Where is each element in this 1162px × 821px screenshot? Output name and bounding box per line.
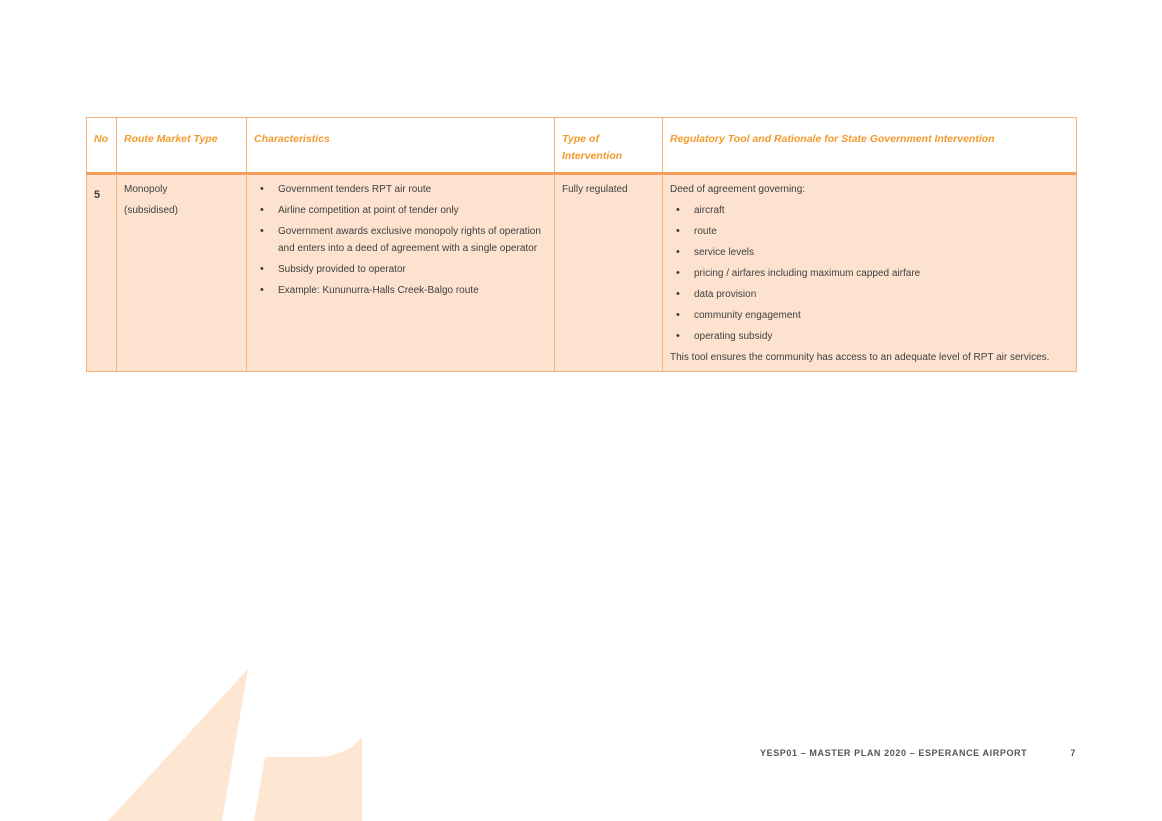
cell-type-of-intervention: Fully regulated	[554, 173, 663, 372]
footer-title: YESP01 – MASTER PLAN 2020 – ESPERANCE AI…	[760, 748, 1028, 758]
cell-regulatory-tool: Deed of agreement governing: aircraft ro…	[662, 173, 1077, 372]
route-type-line: Monopoly	[124, 184, 168, 195]
route-market-table: No Route Market Type Characteristics Typ…	[86, 117, 1077, 372]
cell-characteristics: Government tenders RPT air route Airline…	[246, 173, 555, 372]
header-no: No	[86, 117, 117, 175]
regulatory-tool-list: aircraft route service levels pricing / …	[670, 202, 1069, 345]
list-item: community engagement	[670, 307, 1069, 324]
table-row: 5 Monopoly (subsidised) Government tende…	[86, 173, 1077, 372]
characteristics-list: Government tenders RPT air route Airline…	[254, 181, 547, 299]
list-item: Government tenders RPT air route	[254, 181, 547, 198]
list-item: service levels	[670, 244, 1069, 261]
cell-no: 5	[86, 173, 117, 372]
list-item: aircraft	[670, 202, 1069, 219]
header-route-market-type: Route Market Type	[116, 117, 247, 175]
list-item: pricing / airfares including maximum cap…	[670, 265, 1069, 282]
table-header-row: No Route Market Type Characteristics Typ…	[86, 117, 1077, 175]
header-type-of-intervention: Type of Intervention	[554, 117, 663, 175]
logo-wedge-shape	[108, 669, 248, 821]
list-item: Subsidy provided to operator	[254, 261, 547, 278]
header-regulatory-tool: Regulatory Tool and Rationale for State …	[662, 117, 1077, 175]
list-item: route	[670, 223, 1069, 240]
route-type-line: (subsidised)	[124, 205, 178, 216]
logo-tail-shape	[254, 737, 362, 821]
list-item: Government awards exclusive monopoly rig…	[254, 223, 547, 257]
list-item: operating subsidy	[670, 328, 1069, 345]
list-item: Airline competition at point of tender o…	[254, 202, 547, 219]
page-footer: YESP01 – MASTER PLAN 2020 – ESPERANCE AI…	[760, 748, 1076, 758]
cell-route-market-type: Monopoly (subsidised)	[116, 173, 247, 372]
regulatory-tool-intro: Deed of agreement governing:	[670, 184, 806, 195]
airport-logo-mark	[108, 669, 362, 821]
list-item: Example: Kununurra-Halls Creek-Balgo rou…	[254, 282, 547, 299]
header-characteristics: Characteristics	[246, 117, 555, 175]
regulatory-tool-outro: This tool ensures the community has acce…	[670, 352, 1050, 363]
list-item: data provision	[670, 286, 1069, 303]
page-number: 7	[1070, 748, 1076, 758]
